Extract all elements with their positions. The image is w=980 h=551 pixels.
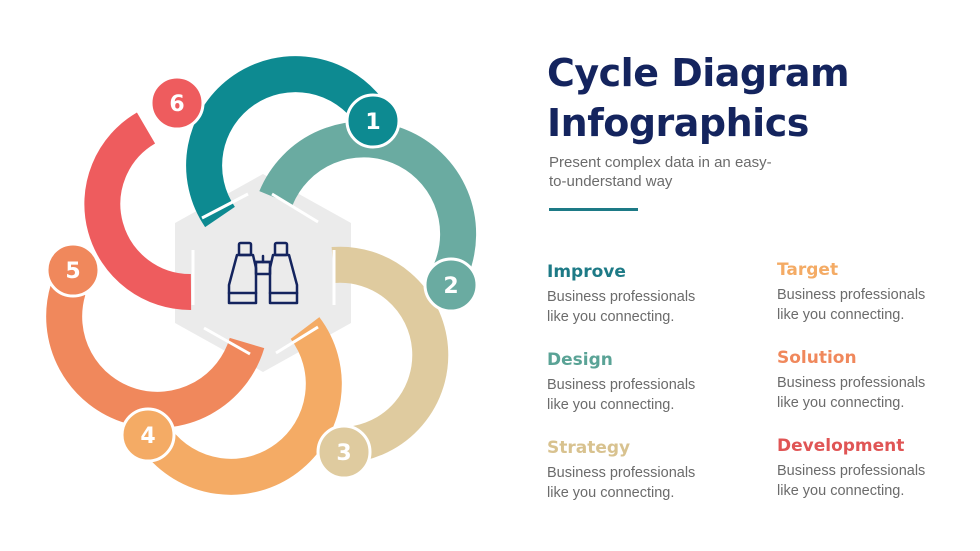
page-subtitle: Present complex data in an easy- to-unde… <box>549 154 772 190</box>
item-heading: Improve <box>547 262 626 282</box>
item-heading: Strategy <box>547 438 631 458</box>
cycle-diagram: 1 2 3 4 5 6 <box>45 56 479 495</box>
arc-4 <box>142 317 342 495</box>
item-heading: Design <box>547 350 613 370</box>
arc-5 <box>46 284 265 428</box>
arc-2 <box>259 121 477 277</box>
step-6-badge: 6 <box>149 75 205 131</box>
svg-text:5: 5 <box>65 259 80 284</box>
step-2-badge: 2 <box>423 257 479 313</box>
arc-3 <box>331 246 449 463</box>
title-divider <box>549 208 638 211</box>
step-1-badge: 1 <box>345 93 401 149</box>
page-title: Cycle Diagram Infographics <box>547 51 850 145</box>
svg-text:3: 3 <box>336 441 351 466</box>
svg-text:2: 2 <box>443 274 458 299</box>
arc-6 <box>84 112 192 311</box>
item-heading: Solution <box>777 348 857 368</box>
arc-1 <box>186 56 386 228</box>
step-3-badge: 3 <box>316 424 372 480</box>
svg-text:4: 4 <box>140 424 155 449</box>
svg-text:1: 1 <box>365 110 380 135</box>
item-heading: Target <box>777 260 839 280</box>
svg-text:6: 6 <box>169 92 184 117</box>
binoculars-icon <box>227 241 299 305</box>
item-heading: Development <box>777 436 905 456</box>
step-4-badge: 4 <box>120 407 176 463</box>
step-5-badge: 5 <box>45 242 101 298</box>
